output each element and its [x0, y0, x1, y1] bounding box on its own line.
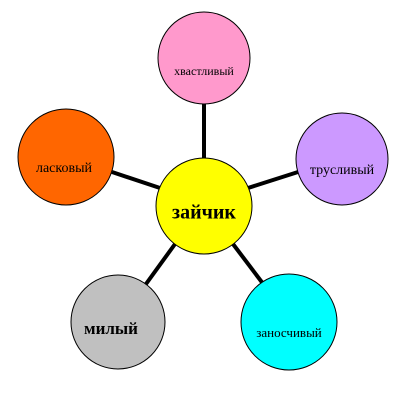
node-bottom-right: заносчивый — [240, 273, 338, 371]
node-bottom-right-label: заносчивый — [256, 325, 322, 340]
connector-bottom-right — [231, 242, 266, 287]
node-right: трусливый — [295, 112, 389, 206]
connector-bottom-left — [144, 242, 177, 286]
node-bottom-right-circle — [240, 273, 338, 371]
node-left: ласковый — [17, 108, 115, 206]
node-bottom-left-circle — [70, 274, 166, 370]
node-right-circle — [295, 112, 389, 206]
center-node-circle — [155, 157, 253, 255]
connector-right — [247, 170, 299, 190]
center-node-label: зайчик — [172, 202, 236, 224]
node-bottom-left-label: милый — [84, 319, 138, 338]
node-left-label: ласковый — [36, 161, 93, 176]
node-right-label: трусливый — [310, 163, 375, 178]
connector-left — [111, 170, 161, 190]
connectors — [111, 104, 299, 287]
center-node: зайчик — [155, 157, 253, 255]
node-left-circle — [17, 108, 115, 206]
node-top: хвастливый — [157, 11, 251, 105]
node-top-label: хвастливый — [174, 64, 234, 78]
node-top-circle — [157, 11, 251, 105]
node-bottom-left: милый — [70, 274, 166, 370]
